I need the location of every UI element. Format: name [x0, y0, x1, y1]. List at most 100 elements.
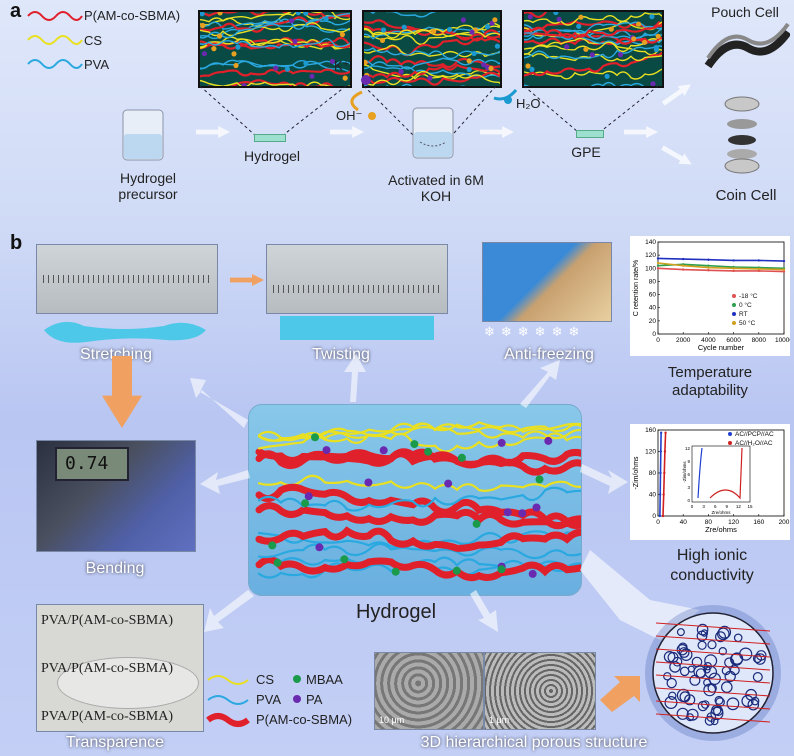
inset-y-tick: 9 [687, 459, 690, 464]
data-point [659, 431, 663, 434]
legend-label: AC//PCP//AC [735, 431, 774, 438]
crosslinker-dot [311, 433, 319, 442]
ion-dot [564, 44, 570, 50]
crosslinker-dot [322, 446, 331, 455]
porous-model-icon [645, 605, 781, 741]
hydrogel-center-label: Hydrogel [355, 601, 437, 623]
polymer-chain [524, 45, 662, 60]
ion-dot [201, 51, 207, 57]
ion-dot [583, 46, 589, 52]
polymer-chain [255, 556, 593, 582]
coin-cell-label: Coin Cell [715, 187, 777, 204]
inset-series-red [709, 447, 743, 500]
pouch-cell-icon [704, 22, 790, 69]
sem-image-low-mag: 10 μm [374, 652, 484, 730]
ruler [43, 275, 211, 283]
legend-cs-label: CS [84, 33, 103, 48]
transparent-film [57, 657, 199, 709]
polymer-chain [364, 57, 500, 70]
k-ion-label: K⁺ [334, 58, 350, 73]
inset-x-tick: 15 [747, 504, 753, 509]
transparence-photo: PVA/P(AM-co-SBMA) PVA/P(AM-co-SBMA) PVA/… [36, 604, 204, 732]
multimeter-display: 0.74 [55, 447, 129, 481]
pore [663, 650, 676, 663]
data-point [656, 264, 660, 267]
x-tick-label: 160 [753, 519, 764, 526]
crosslinker-dot [364, 478, 373, 487]
crosslinker-dot [457, 453, 466, 462]
polymer-chain [200, 12, 350, 39]
ion-dot [494, 43, 500, 49]
ion-dot [241, 83, 247, 86]
polymer-chain [524, 81, 645, 86]
pore [669, 661, 681, 673]
polymer-chain [257, 474, 591, 492]
polymer-chain [200, 12, 350, 23]
antifreezing-photo [482, 242, 612, 322]
antifreezing-label: Anti-freezing [504, 346, 594, 363]
pore [724, 670, 736, 683]
y-tick-label: 60 [649, 292, 657, 299]
legend-marker [728, 441, 732, 445]
y-tick-label: 0 [652, 331, 656, 338]
meter-reading: 0.74 [65, 453, 109, 474]
ion-dot [649, 14, 655, 20]
ion-dot [556, 16, 562, 22]
x-tick-label: 8000 [752, 337, 767, 344]
crosslinker-dot [301, 499, 310, 508]
crosslinker-dot [544, 436, 553, 445]
legend-label: -18 °C [739, 292, 758, 300]
y-tick-label: 40 [649, 492, 657, 499]
polymer-line [655, 635, 771, 645]
sem-image-high-mag: 1 μm [484, 652, 596, 730]
pore [726, 697, 740, 711]
data-point [656, 257, 660, 260]
ion-dot [233, 62, 239, 69]
polymer-chain [255, 483, 593, 530]
data-point [707, 258, 710, 261]
ion-dot [398, 69, 404, 75]
polymer-chain [200, 79, 350, 86]
crosslinker-dot [528, 569, 537, 578]
hydrogel-block [248, 404, 593, 596]
polymer-line [655, 648, 771, 658]
legend-b-cs-label: CS [256, 672, 275, 687]
series-line [657, 262, 785, 271]
arrow-to-transparence [204, 590, 254, 632]
x-axis-label: Zre/ohms [705, 525, 737, 534]
inset-y-tick: 12 [685, 446, 691, 451]
ion-dot [303, 12, 309, 16]
crosslinker-dot [497, 565, 506, 574]
polymer-chain [364, 70, 500, 86]
legend-b-pva-label: PVA [256, 692, 282, 707]
ion-dot [489, 20, 495, 26]
series-line [659, 432, 662, 517]
bending-photo: 0.74 [36, 440, 196, 552]
x-tick-label: 0 [656, 519, 660, 526]
network-illustration [200, 12, 350, 86]
stretched-hydrogel-icon [44, 321, 206, 343]
crosslinker-dot [503, 508, 512, 517]
y-tick-label: 80 [649, 278, 657, 285]
legend-pam-swatch [27, 11, 83, 21]
crosslinker-dot [444, 479, 453, 488]
crosslinker-dot [340, 555, 349, 564]
crosslinker-dot [532, 503, 541, 512]
legend-marker [728, 432, 732, 436]
data-point [732, 267, 735, 270]
polymer-chain [524, 21, 662, 41]
data-point [707, 266, 710, 269]
y-tick-label: 20 [649, 318, 657, 325]
ion-dot [447, 26, 453, 33]
polymer-line [655, 687, 771, 697]
polymer-chain [524, 24, 662, 39]
ion-dot [484, 24, 491, 30]
legend-label: 0 °C [739, 301, 752, 309]
x-tick-label: 4000 [701, 337, 716, 344]
data-point [682, 257, 685, 261]
ion-dot [309, 73, 315, 79]
legend-label: 50 °C [739, 319, 756, 327]
mbaa-dot-icon [293, 675, 301, 683]
x-tick-label: 200 [779, 519, 790, 526]
legend-label: RT [739, 311, 748, 318]
